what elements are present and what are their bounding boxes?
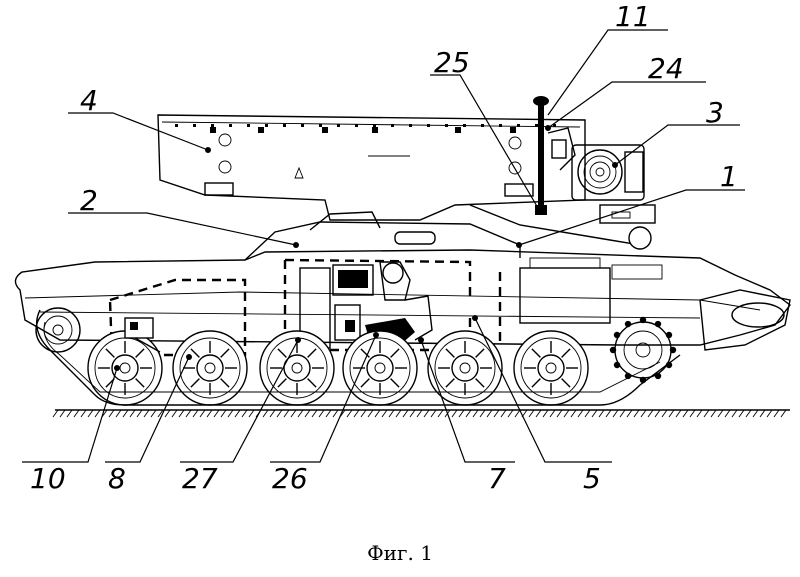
label-26: 26 [272,462,308,495]
ground [52,409,790,418]
road-wheels [87,330,589,406]
figure-caption: Фиг. 1 [367,541,433,565]
leader-lines [22,29,745,463]
label-3: 3 [706,96,724,129]
label-8: 8 [108,462,126,495]
label-1: 1 [720,160,738,193]
road-wheel [513,330,589,406]
road-wheel [427,330,503,406]
mechanism-10 [124,317,161,353]
label-10: 10 [30,462,66,495]
antenna-mast [533,96,576,215]
label-27: 27 [182,462,218,495]
label-24: 24 [648,52,684,85]
reference-numerals: 11 25 24 3 1 4 2 10 8 27 26 7 5 [30,0,738,495]
drive-sprocket [609,316,677,384]
label-11: 11 [615,0,651,33]
launcher-module [157,114,656,250]
label-7: 7 [488,462,506,495]
road-wheel [87,330,163,406]
label-5: 5 [583,462,601,495]
label-25: 25 [434,46,470,79]
road-wheel [342,330,418,406]
track [36,309,681,406]
label-4: 4 [80,84,98,117]
leader-dots [114,125,618,371]
cable-drum [571,144,645,201]
label-2: 2 [80,184,98,217]
